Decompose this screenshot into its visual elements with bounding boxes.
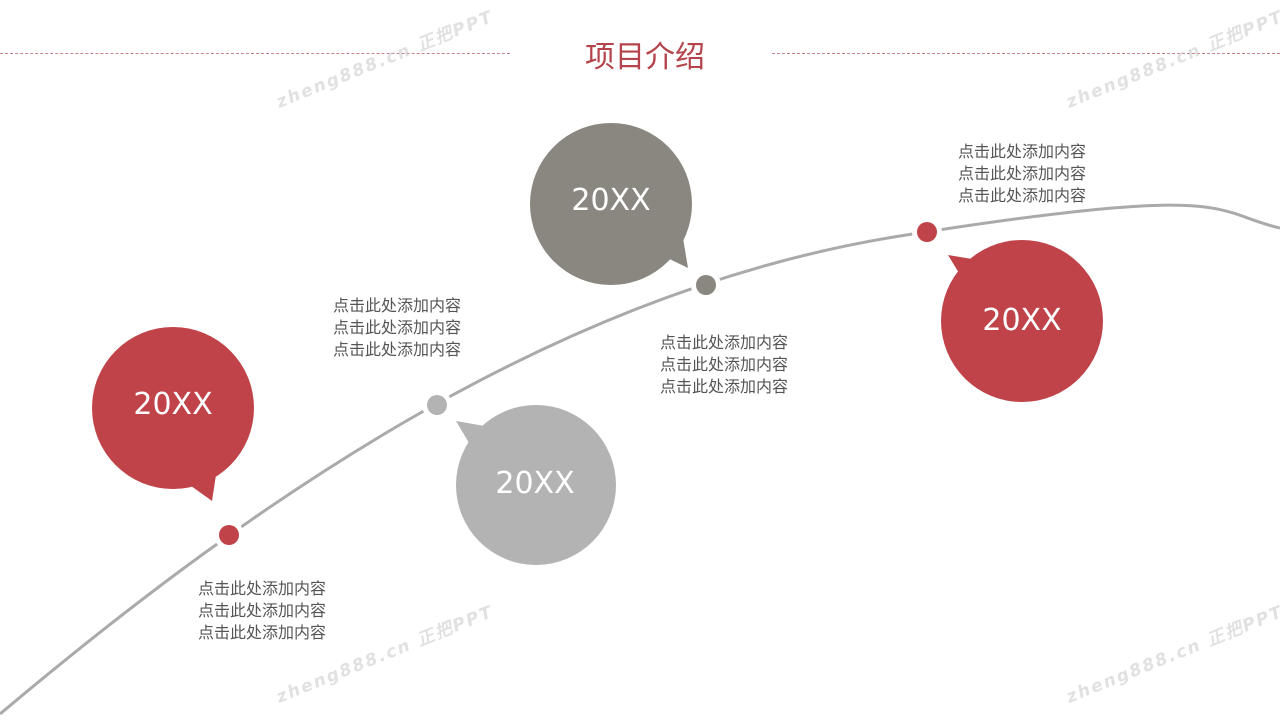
milestone-text-2: 点击此处添加内容 点击此处添加内容 点击此处添加内容 <box>333 295 461 361</box>
bubble-2 <box>530 123 692 285</box>
milestone-year-2: 20XX <box>571 183 651 218</box>
text-line: 点击此处添加内容 <box>660 355 789 374</box>
text-line: 点击此处添加内容 <box>198 579 327 598</box>
bubble-3 <box>456 405 616 565</box>
text-line: 点击此处添加内容 <box>198 601 327 620</box>
text-line: 点击此处添加内容 <box>958 142 1087 161</box>
milestone-text-4: 点击此处添加内容 点击此处添加内容 点击此处添加内容 <box>958 141 1086 207</box>
text-line: 点击此处添加内容 <box>660 333 789 352</box>
timeline-dot-1 <box>219 525 239 545</box>
title-divider-right <box>772 53 1280 54</box>
timeline-dot-2 <box>427 395 447 415</box>
milestone-text-1: 点击此处添加内容 点击此处添加内容 点击此处添加内容 <box>198 578 326 644</box>
text-line: 点击此处添加内容 <box>333 296 462 315</box>
milestone-text-3: 点击此处添加内容 点击此处添加内容 点击此处添加内容 <box>660 332 788 398</box>
text-line: 点击此处添加内容 <box>333 340 462 359</box>
timeline-dot-4 <box>917 222 937 242</box>
text-line: 点击此处添加内容 <box>333 318 462 337</box>
text-line: 点击此处添加内容 <box>958 186 1087 205</box>
milestone-year-3: 20XX <box>495 466 575 501</box>
timeline-dot-3 <box>696 275 716 295</box>
text-line: 点击此处添加内容 <box>198 623 327 642</box>
slide-title: 项目介绍 <box>585 40 705 75</box>
text-line: 点击此处添加内容 <box>958 164 1087 183</box>
milestone-year-4: 20XX <box>982 303 1062 338</box>
bubble-4 <box>941 240 1103 402</box>
milestone-year-1: 20XX <box>133 387 213 422</box>
bubble-1 <box>92 327 254 501</box>
text-line: 点击此处添加内容 <box>660 377 789 396</box>
title-divider-left <box>0 53 510 54</box>
